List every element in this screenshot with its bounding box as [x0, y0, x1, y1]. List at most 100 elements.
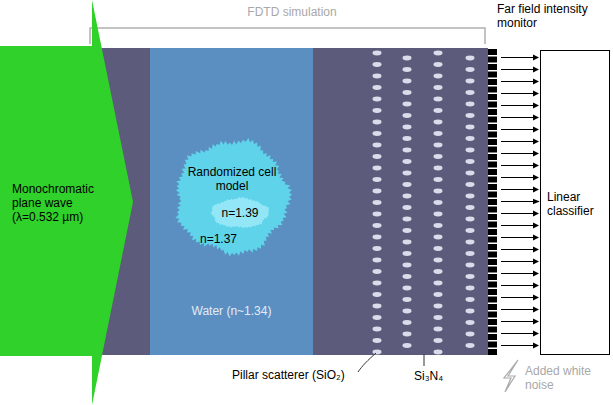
monitor-pixel: [488, 79, 497, 85]
ray-arrow: [501, 271, 539, 277]
pillar: [466, 194, 475, 199]
pillar: [373, 200, 382, 205]
ray-arrow: [501, 91, 539, 97]
ray-arrow: [501, 319, 539, 325]
pillar: [466, 171, 475, 176]
pillar: [373, 166, 382, 171]
monitor-pixel: [488, 94, 497, 100]
monitor-pixel: [488, 304, 497, 310]
ray-arrow: [501, 307, 539, 313]
pillar: [403, 159, 412, 164]
pillar: [373, 154, 382, 159]
pillar: [466, 136, 475, 141]
pillar: [373, 51, 382, 56]
ray-arrow: [501, 139, 539, 145]
pillar: [373, 74, 382, 79]
monitor-pixel: [488, 177, 497, 183]
pillar: [466, 297, 475, 302]
pillar: [403, 125, 412, 130]
monitor-pixel: [488, 49, 497, 55]
pillar: [403, 320, 412, 325]
pillar: [373, 327, 382, 332]
pillar: [466, 102, 475, 107]
monitor-pixel: [488, 319, 497, 325]
pillar: [466, 240, 475, 245]
pillar: [466, 263, 475, 268]
ray-arrow: [501, 163, 539, 169]
pillar: [373, 131, 382, 136]
monitor-pixel: [488, 109, 497, 115]
pillar: [403, 56, 412, 61]
pillar: [434, 212, 443, 217]
region-label: FDTD simulation: [227, 5, 357, 19]
monitor-pixel: [488, 334, 497, 340]
pillar: [434, 74, 443, 79]
pillar: [466, 274, 475, 279]
ray-arrow: [501, 175, 539, 181]
pillar: [434, 143, 443, 148]
ray-arrow: [501, 115, 539, 121]
pillar: [434, 315, 443, 320]
pillar: [373, 281, 382, 286]
pillar: [373, 235, 382, 240]
node-text: n=1.37: [200, 232, 260, 246]
monitor-pixel: [488, 57, 497, 63]
monitor-pixel: [488, 147, 497, 153]
pillar: [373, 223, 382, 228]
pillar: [403, 343, 412, 348]
monitor-pixel: [488, 259, 497, 265]
monitor-pixel: [488, 349, 497, 355]
pillar: [373, 177, 382, 182]
monitor-pixel: [488, 72, 497, 78]
pillar: [373, 143, 382, 148]
leader-line: [424, 354, 425, 366]
pillar: [373, 62, 382, 67]
monitor-pixel: [488, 199, 497, 205]
pillar: [373, 292, 382, 297]
monitor-pixel: [488, 169, 497, 175]
monitor-pixel: [488, 124, 497, 130]
monitor-pixel: [488, 282, 497, 288]
ray-arrow: [501, 295, 539, 301]
pillar: [434, 85, 443, 90]
monitor-pixel: [488, 214, 497, 220]
pillar: [434, 292, 443, 297]
pillar: [466, 217, 475, 222]
node-text: Randomized cell model: [182, 165, 282, 193]
monitor-pixel: [488, 342, 497, 348]
leader-line: [358, 353, 376, 372]
pillar: [403, 309, 412, 314]
node-text: Far field intensity monitor: [497, 2, 611, 30]
node-text: Linear classifier: [547, 190, 603, 218]
pillar: [373, 97, 382, 102]
pillar: [466, 320, 475, 325]
pillar: [403, 148, 412, 153]
pillar: [403, 297, 412, 302]
part-label: Si₃N₄: [414, 369, 464, 383]
pillar: [434, 258, 443, 263]
note-label: Added white noise: [525, 364, 607, 392]
monitor-strip: Far field intensity monitor: [487, 48, 498, 355]
pillar: [373, 304, 382, 309]
pillar: [373, 189, 382, 194]
monitor-pixel: [488, 244, 497, 250]
monitor-pixel: [488, 154, 497, 160]
pillar: [434, 62, 443, 67]
pillar: [403, 194, 412, 199]
pillar: [403, 67, 412, 72]
ray-arrow: [501, 259, 539, 265]
wave-source: Monochromatic plane wave (λ=0.532 µm): [0, 0, 133, 405]
pillar: [434, 281, 443, 286]
monitor-pixels: [488, 49, 497, 355]
monitor-pixel: [488, 274, 497, 280]
pillar: [403, 251, 412, 256]
monitor-pixel: [488, 237, 497, 243]
monitor-pixel: [488, 312, 497, 318]
monitor-pixel: [488, 297, 497, 303]
ray-arrow: [501, 55, 539, 61]
pillar: [434, 223, 443, 228]
simulation-domain: [90, 48, 488, 355]
pillar: [434, 154, 443, 159]
pillar: [466, 332, 475, 337]
monitor-pixel: [488, 184, 497, 190]
